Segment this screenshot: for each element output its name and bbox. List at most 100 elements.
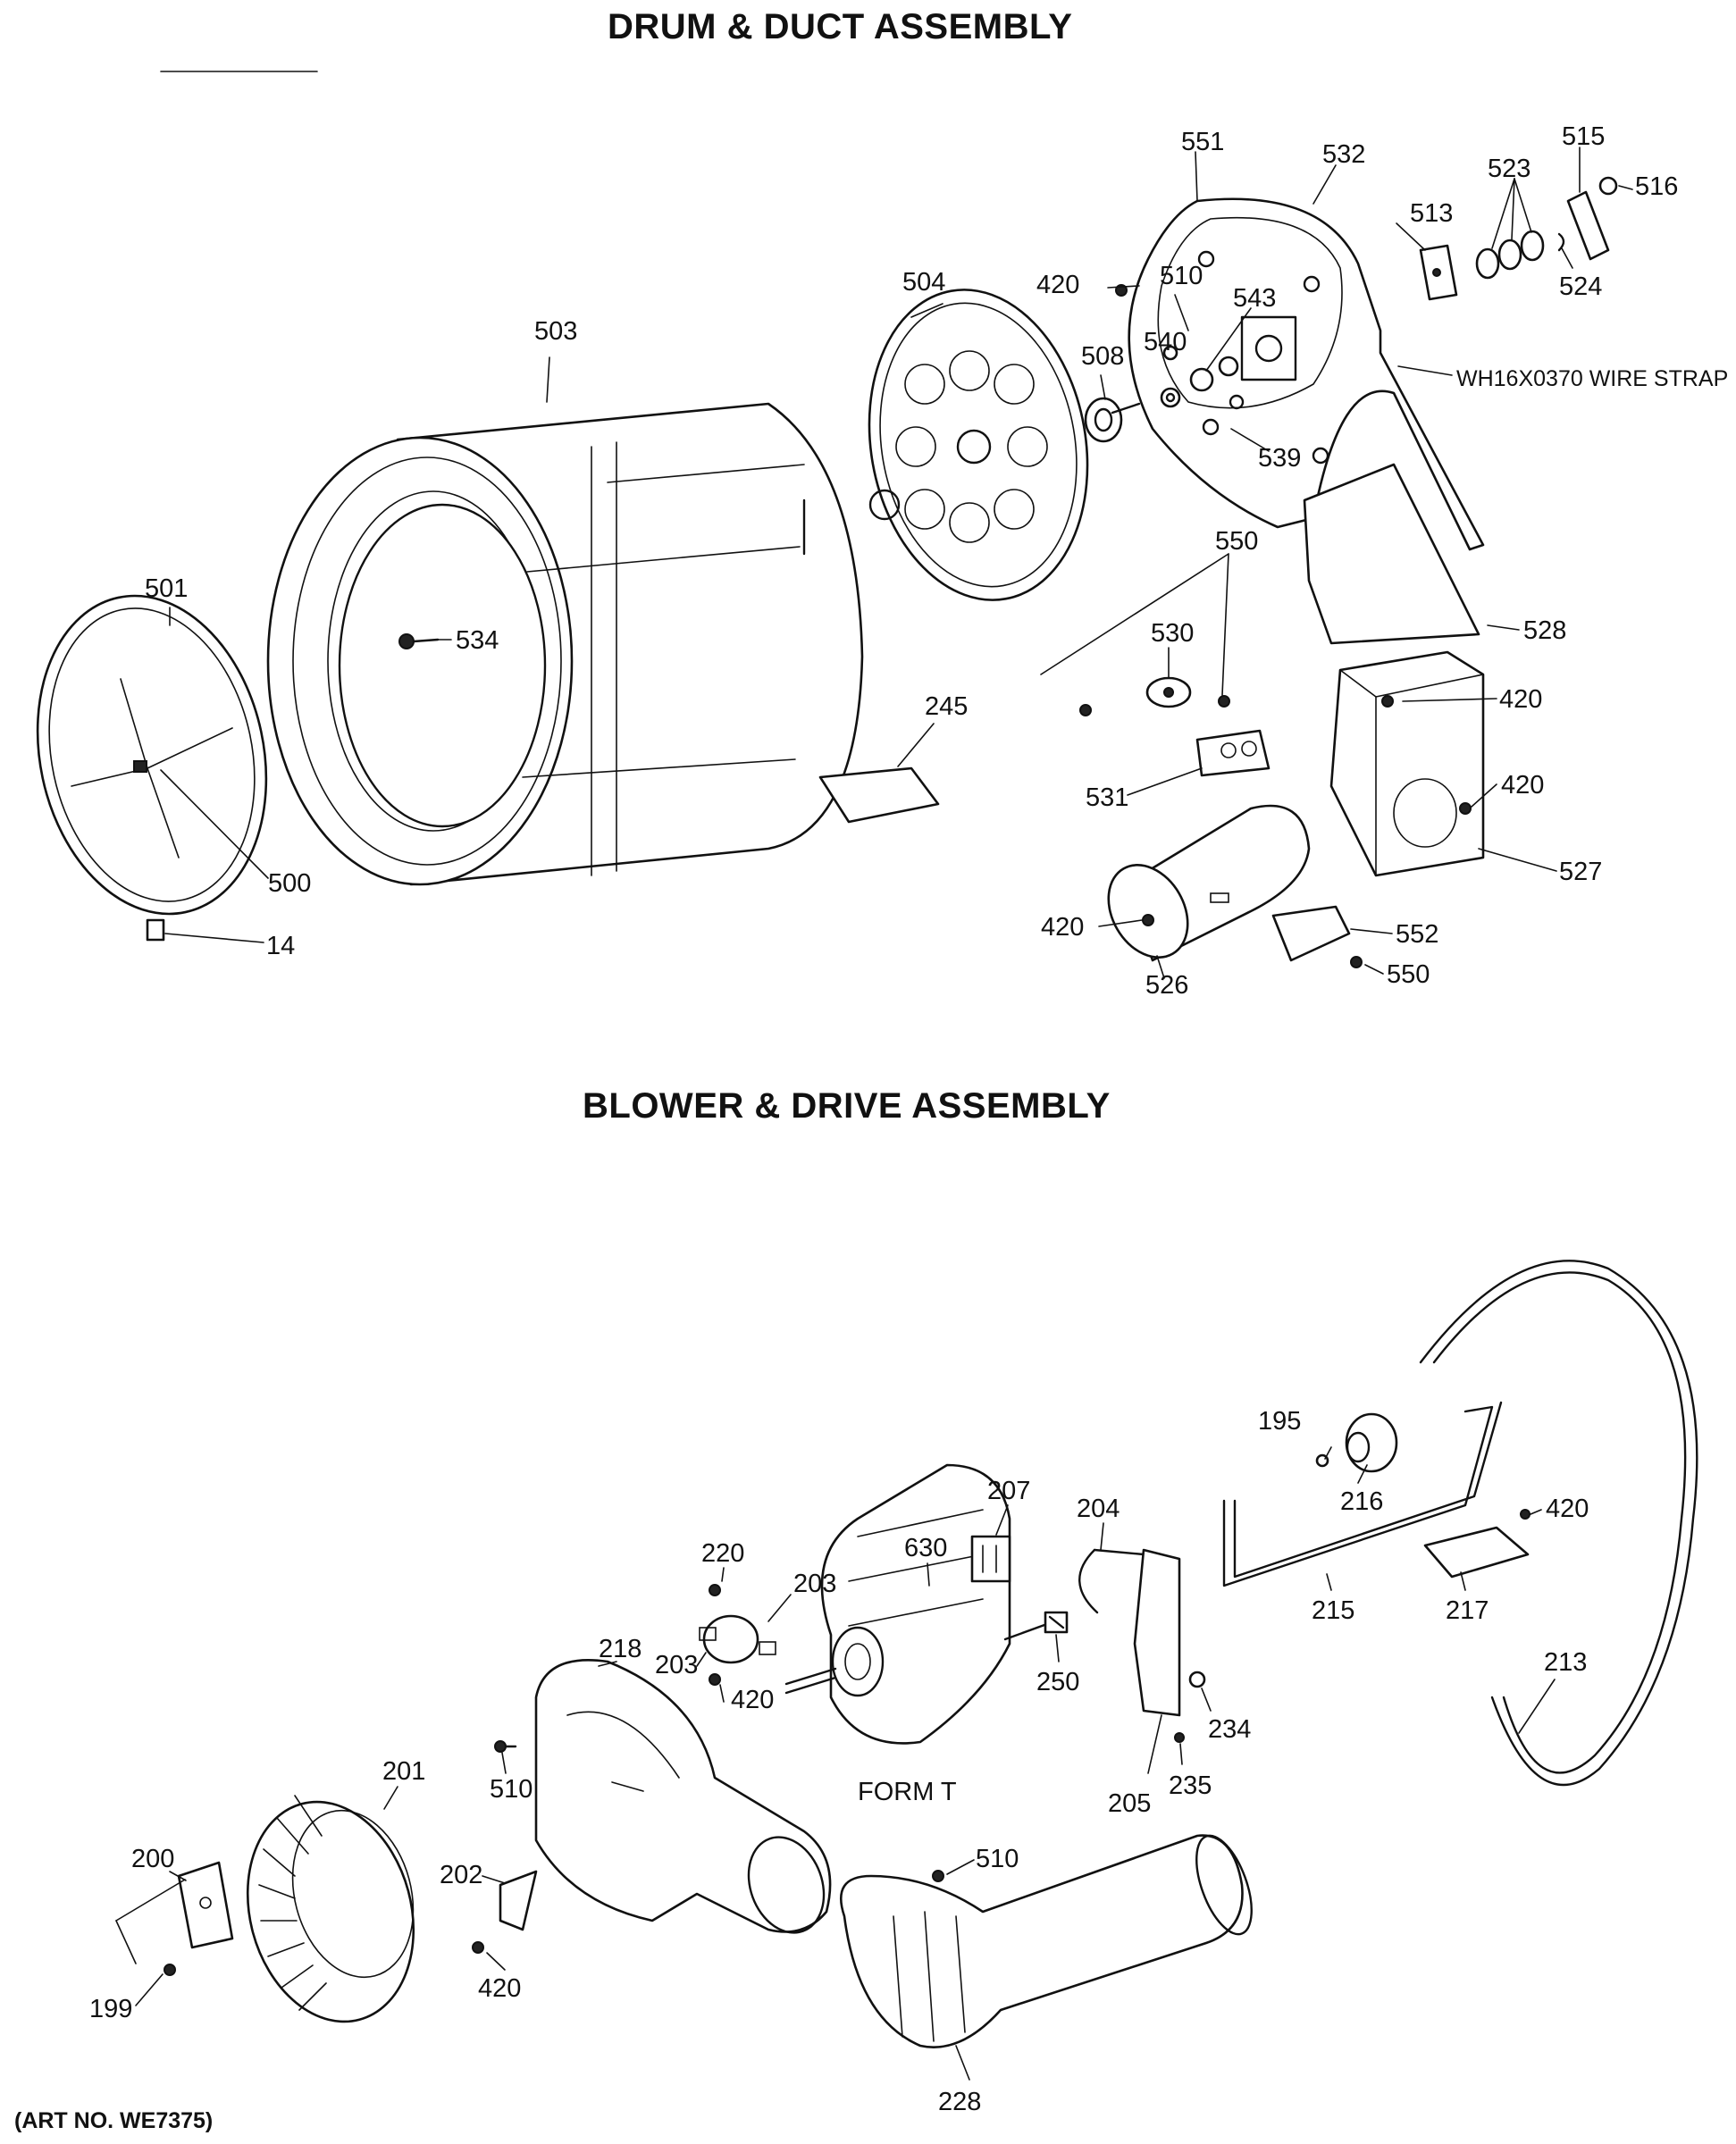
part-528-duct-panel[interactable] — [1303, 463, 1480, 645]
part-14-clip[interactable] — [146, 918, 165, 942]
part-543-540-539-fasteners[interactable] — [1115, 284, 1239, 408]
label-205: 205 — [1108, 1789, 1151, 1818]
label-526: 526 — [1145, 971, 1188, 1000]
part-213-drive-belt[interactable] — [1419, 1260, 1698, 1786]
part-510-screw-c[interactable] — [932, 1870, 944, 1882]
part-515-idler-arm[interactable] — [1566, 190, 1610, 261]
label-200: 200 — [131, 1845, 174, 1873]
part-523-washers[interactable] — [1475, 230, 1545, 280]
part-552-terminal-block[interactable] — [1271, 905, 1351, 962]
label-532: 532 — [1322, 140, 1365, 169]
part-516-nut[interactable] — [1598, 176, 1618, 196]
label-202: 202 — [440, 1861, 482, 1889]
label-420-c: 420 — [1501, 771, 1544, 800]
label-228: 228 — [938, 2088, 981, 2116]
part-235-screw[interactable] — [1174, 1732, 1185, 1743]
label-524: 524 — [1559, 272, 1602, 301]
leader-lines-top — [160, 147, 1633, 979]
part-527-heater-housing[interactable] — [1329, 650, 1485, 877]
part-420-screw-e[interactable] — [1520, 1509, 1531, 1520]
label-199: 199 — [89, 1995, 132, 2023]
label-531: 531 — [1086, 783, 1128, 812]
label-216: 216 — [1340, 1487, 1383, 1516]
label-195: 195 — [1258, 1407, 1301, 1436]
label-540: 540 — [1144, 328, 1187, 356]
blower-drive-assembly-title: BLOWER & DRIVE ASSEMBLY — [583, 1086, 1111, 1126]
label-218: 218 — [599, 1635, 642, 1663]
label-203-b: 203 — [655, 1651, 698, 1679]
label-234: 234 — [1208, 1715, 1251, 1744]
label-504: 504 — [902, 268, 945, 297]
part-218-blower-housing[interactable] — [534, 1659, 836, 1943]
part-234-nut[interactable] — [1188, 1671, 1206, 1688]
part-508-bearing[interactable] — [1084, 397, 1141, 443]
label-510-b: 510 — [490, 1775, 533, 1804]
part-215-idler-rod[interactable] — [1222, 1401, 1503, 1587]
label-500: 500 — [268, 869, 311, 898]
part-420-screw-f[interactable] — [709, 1673, 721, 1686]
label-420-f: 420 — [731, 1686, 774, 1714]
label-235: 235 — [1169, 1771, 1212, 1800]
label-550-a: 550 — [1215, 527, 1258, 556]
label-550-b: 550 — [1387, 960, 1430, 989]
part-550-screws[interactable] — [1079, 695, 1363, 968]
part-531-bracket[interactable] — [1195, 729, 1271, 777]
label-420-a: 420 — [1036, 271, 1079, 299]
part-220-screw[interactable] — [709, 1584, 721, 1596]
part-526-heater[interactable] — [1093, 804, 1311, 972]
label-204: 204 — [1077, 1495, 1120, 1523]
label-420-e: 420 — [1546, 1495, 1589, 1523]
part-228-exhaust-duct[interactable] — [839, 1829, 1262, 2048]
label-508: 508 — [1081, 342, 1124, 371]
label-503: 503 — [534, 317, 577, 346]
part-217-bracket[interactable] — [1423, 1526, 1530, 1579]
label-510-c: 510 — [976, 1845, 1019, 1873]
part-216-idler-pulley[interactable] — [1345, 1412, 1398, 1473]
part-420-screw-g[interactable] — [472, 1941, 484, 1954]
label-523: 523 — [1488, 155, 1531, 183]
part-510-screw-b[interactable] — [494, 1740, 517, 1753]
part-201-blower-wheel[interactable] — [224, 1783, 438, 2040]
label-213: 213 — [1544, 1648, 1587, 1677]
part-532-rear-bulkhead[interactable] — [1128, 197, 1485, 551]
label-501: 501 — [145, 574, 188, 603]
label-207: 207 — [987, 1477, 1030, 1505]
part-200-blower-bracket[interactable] — [177, 1861, 234, 1949]
label-203-a: 203 — [793, 1570, 836, 1598]
label-527: 527 — [1559, 858, 1602, 886]
part-204-clamp[interactable] — [1078, 1548, 1145, 1614]
label-516: 516 — [1635, 172, 1678, 201]
label-201: 201 — [382, 1757, 425, 1786]
part-245-plate[interactable] — [818, 766, 940, 824]
part-199-screw[interactable] — [164, 1964, 176, 1976]
label-539: 539 — [1258, 444, 1301, 473]
label-513: 513 — [1410, 199, 1453, 228]
label-420-b: 420 — [1499, 685, 1542, 714]
part-513-bracket[interactable] — [1419, 244, 1458, 301]
label-534: 534 — [456, 626, 499, 655]
art-number: (ART NO. WE7375) — [14, 2108, 214, 2133]
part-250-motor-pulley[interactable] — [1044, 1611, 1069, 1634]
part-labels: 551 532 515 523 516 513 524 420 510 543 … — [89, 122, 1728, 2116]
label-543: 543 — [1233, 284, 1276, 313]
label-250: 250 — [1036, 1668, 1079, 1696]
part-501-seal-ring[interactable] — [9, 574, 294, 935]
part-503-drum[interactable] — [266, 402, 864, 886]
part-203-motor-clamp[interactable] — [699, 1614, 776, 1664]
label-215: 215 — [1312, 1596, 1354, 1625]
label-wire-strap: WH16X0370 WIRE STRAP — [1456, 366, 1728, 391]
label-245: 245 — [925, 692, 968, 721]
part-202-blower-flap[interactable] — [499, 1870, 538, 1931]
part-524-clip[interactable] — [1557, 232, 1565, 252]
part-534-screw[interactable] — [398, 633, 440, 649]
drum-duct-assembly-title: DRUM & DUCT ASSEMBLY — [608, 7, 1073, 46]
part-504-rear-panel[interactable] — [845, 272, 1111, 617]
part-530-thermostat[interactable] — [1145, 676, 1192, 708]
label-510-a: 510 — [1160, 262, 1203, 290]
leader-lines-bottom — [115, 1446, 1556, 2081]
part-630-motor[interactable] — [784, 1463, 1056, 1745]
part-205-mount-bracket[interactable] — [1133, 1548, 1181, 1717]
part-207-switch[interactable] — [970, 1535, 1011, 1583]
label-530: 530 — [1151, 619, 1194, 648]
